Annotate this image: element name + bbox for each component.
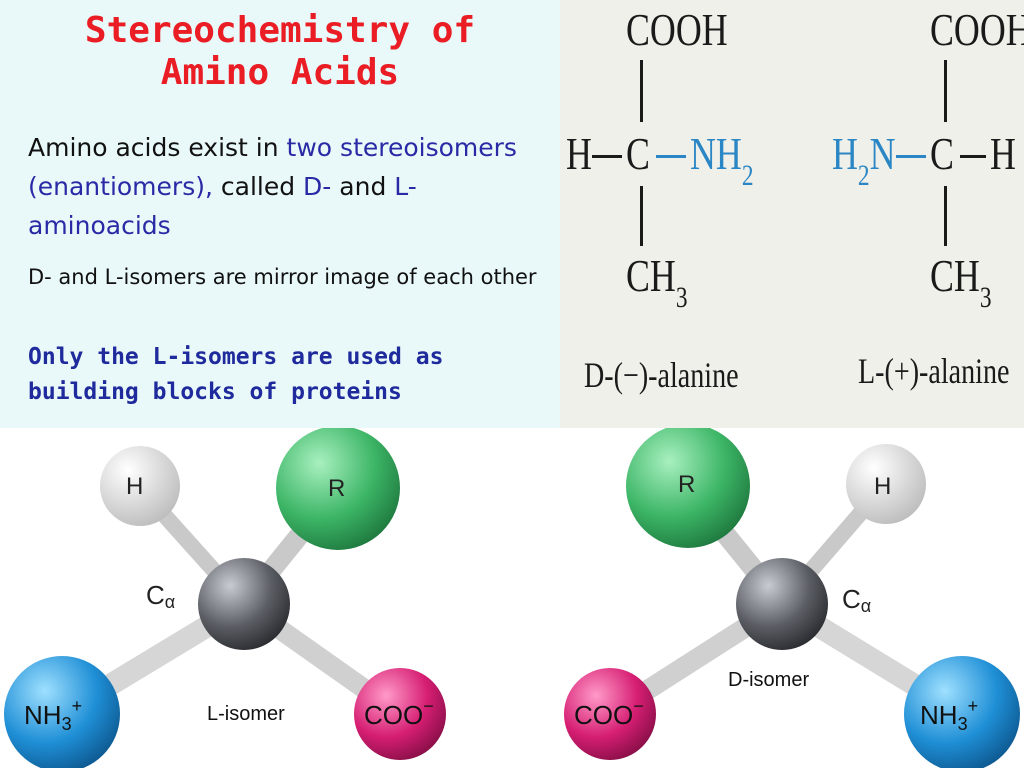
d-ca-text: Cα [842, 584, 871, 616]
l-r-text: R [328, 475, 345, 502]
mirror-image-paragraph: D- and L-isomers are mirror image of eac… [28, 265, 537, 289]
title-line-2: Amino Acids [160, 52, 400, 93]
fischer-projection-figure: COOH H C NH2 CH3 D-(−)-alanine COOH H2N … [560, 0, 1024, 428]
d-ch3-label: CH3 [626, 250, 688, 314]
l-alpha-carbon [198, 558, 290, 650]
d-h-text: H [874, 473, 891, 500]
d-coo-text: COO− [574, 696, 644, 730]
d-isomer-label: D-isomer [728, 669, 810, 691]
d-bottom-bond [640, 186, 643, 246]
l-ca-text: Cα [146, 580, 175, 612]
d-cooh-label: COOH [626, 4, 728, 55]
title-line-1: Stereochemistry of [84, 10, 476, 51]
l-h-label: H [990, 128, 1016, 179]
intro-paragraph: Amino acids exist in two stereoisomers (… [28, 128, 548, 245]
l-ch3-label: CH3 [930, 250, 992, 314]
d-left-bond [592, 155, 622, 158]
l-top-bond [944, 60, 947, 122]
slide-title: Stereochemistry of Amino Acids [0, 10, 560, 94]
l-coo-text: COO− [364, 696, 434, 730]
l-r-group [276, 426, 400, 550]
d-r-text: R [678, 471, 695, 498]
l-cooh-label: COOH [930, 4, 1024, 55]
l-h-atom [100, 446, 180, 526]
d-h-atom [846, 444, 926, 524]
l-isomer-emphasis: Only the L-isomers are used as building … [28, 344, 444, 405]
d-alanine-caption: D-(−)-alanine [584, 355, 739, 395]
text-panel: Stereochemistry of Amino Acids Amino aci… [0, 0, 560, 428]
l-bottom-bond [944, 186, 947, 246]
l-nh3-text: NH3+ [24, 696, 82, 734]
d-coo-group [564, 668, 656, 760]
intro-text-1: Amino acids exist in [28, 133, 287, 162]
l-coo-group [354, 668, 446, 760]
d-nh3-group [904, 656, 1020, 772]
d-h-label: H [566, 128, 592, 179]
d-carbon-label: C [626, 128, 650, 179]
d-right-bond [656, 155, 686, 158]
l-left-bond [896, 155, 926, 158]
l-h-text: H [126, 473, 143, 500]
l-isomer-label: L-isomer [207, 703, 285, 725]
l-carbon-label: C [930, 128, 954, 179]
intro-text-4: D- [303, 172, 332, 201]
d-isomer-model: H R Cα COO− NH3+ [564, 424, 1020, 772]
l-right-bond [960, 155, 986, 158]
intro-text-2: two stereoisomers (enantiomers), [28, 133, 517, 201]
intro-text-6: L-aminoacids [28, 172, 417, 240]
intro-text-3: called [212, 172, 304, 201]
d-nh2-label: NH2 [690, 128, 754, 192]
intro-text-5: and [331, 172, 395, 201]
d-r-group [626, 424, 750, 548]
d-alpha-carbon [736, 558, 828, 650]
models-svg: H R Cα NH3+ COO− H R Cα COO− NH3+ [4, 424, 1020, 772]
l-isomer-model: H R Cα NH3+ COO− [4, 426, 446, 772]
ball-and-stick-models: H R Cα NH3+ COO− H R Cα COO− NH3+ L-isom… [0, 424, 1024, 772]
l-h2n-label: H2N [832, 128, 896, 192]
d-nh3-text: NH3+ [920, 696, 978, 734]
l-alanine-caption: L-(+)-alanine [858, 351, 1010, 391]
d-top-bond [640, 60, 643, 122]
l-nh3-group [4, 656, 120, 772]
